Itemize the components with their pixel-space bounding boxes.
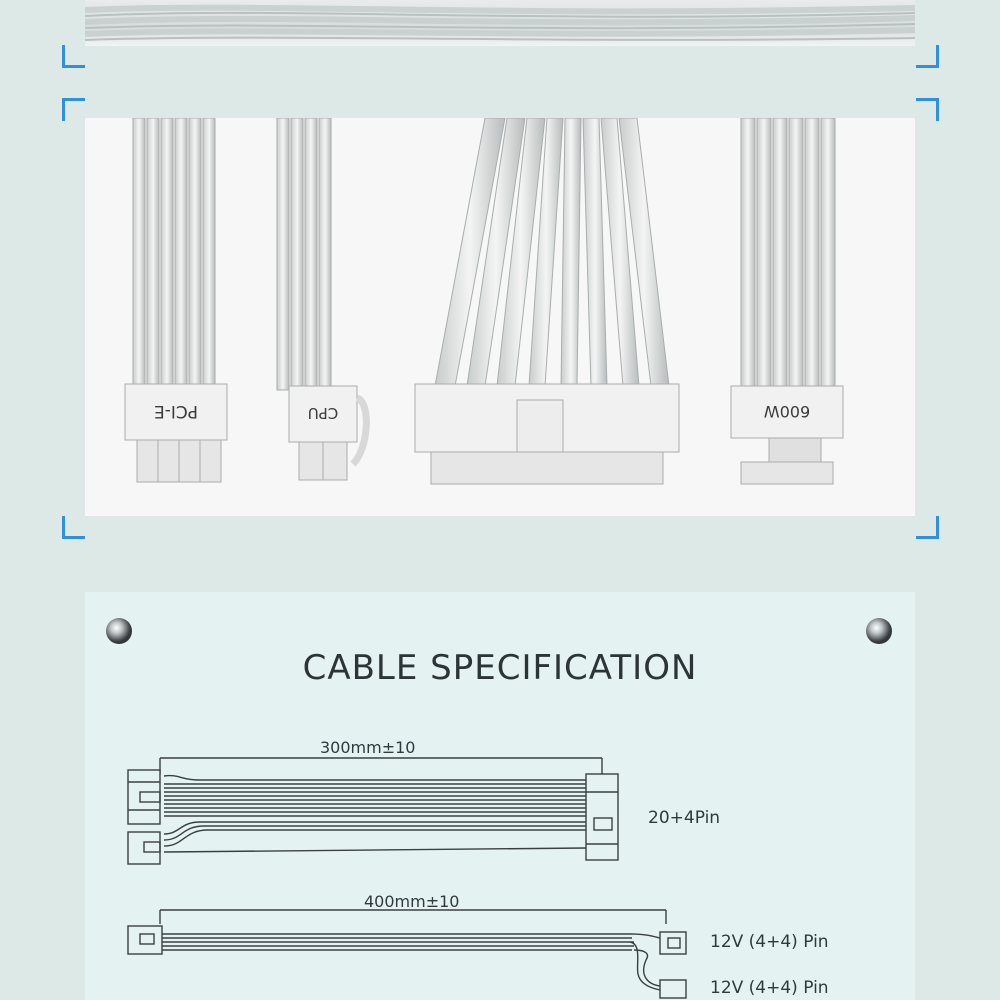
pcie-connector: [124, 118, 228, 483]
cpu-connector: [276, 118, 370, 481]
screw-icon: [866, 618, 892, 644]
cable-photo-top: [85, 0, 915, 46]
connectors-photo: PCI-E CPU: [85, 118, 915, 516]
cpu-label: CPU: [308, 404, 339, 422]
eps-length-label: 400mm±10: [364, 892, 460, 911]
eps-pin-label-b: 12V (4+4) Pin: [710, 978, 829, 998]
gpu-600w-label: 600W: [764, 402, 811, 421]
atx-cable-diagram: [127, 757, 619, 865]
atx-length-label: 300mm±10: [320, 738, 416, 757]
frame-corner: [916, 516, 939, 539]
atx-connector: [414, 118, 680, 485]
eps-cable-diagram: [127, 909, 687, 999]
gpu-600w-connector: [730, 118, 844, 485]
frame-corner: [62, 45, 85, 68]
atx-pin-label: 20+4Pin: [648, 808, 721, 828]
spec-title: CABLE SPECIFICATION: [302, 648, 698, 688]
frame-corner: [916, 45, 939, 68]
screw-icon: [106, 618, 132, 644]
pcie-label: PCI-E: [154, 401, 198, 421]
frame-corner: [62, 98, 85, 121]
eps-pin-label-a: 12V (4+4) Pin: [710, 932, 829, 952]
frame-corner: [916, 98, 939, 121]
frame-corner: [62, 516, 85, 539]
